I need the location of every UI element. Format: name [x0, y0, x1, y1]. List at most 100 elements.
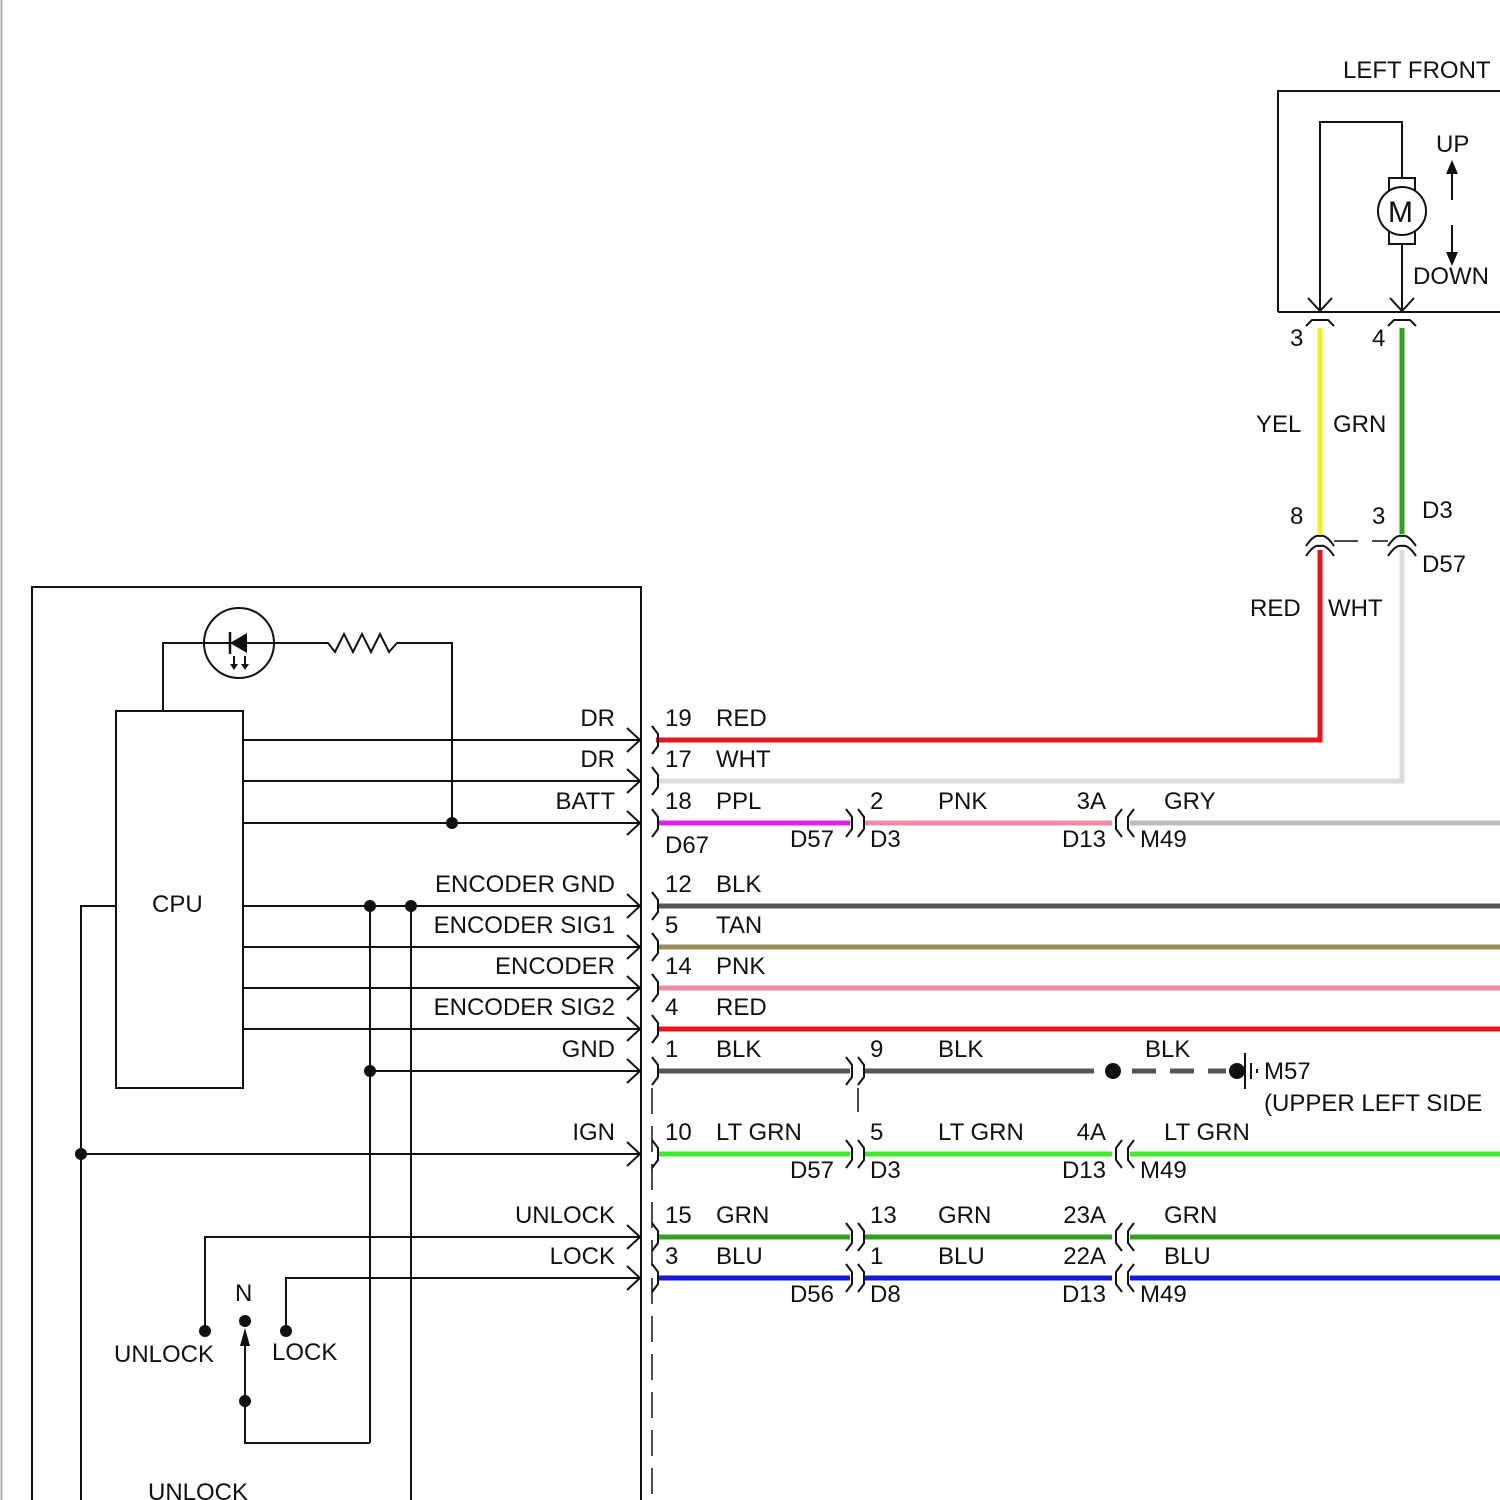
signal-label: UNLOCK: [515, 1202, 615, 1229]
pin-number: 14: [665, 953, 692, 980]
motor-title: LEFT FRONT: [1343, 57, 1491, 84]
inline-connector-c: [1116, 809, 1122, 837]
wire-color-label: BLK: [938, 1036, 983, 1063]
inline-connector-c: [1116, 1264, 1122, 1292]
wire-color-label: TAN: [716, 912, 762, 939]
wire-color-label: WHT: [716, 746, 771, 773]
switch-lock-contact: [280, 1325, 292, 1337]
ground-location-note: (UPPER LEFT SIDE: [1264, 1090, 1482, 1117]
connector-label: M49: [1140, 826, 1187, 853]
cpu-label: CPU: [152, 891, 203, 918]
connector-label: M49: [1140, 1281, 1187, 1308]
wire-color-label: PNK: [716, 953, 765, 980]
pin-number: 15: [665, 1202, 692, 1229]
inline-connector-female: [858, 1057, 864, 1085]
circuit-row-5: [243, 976, 1500, 1000]
signal-label: LOCK: [550, 1243, 615, 1270]
circuit-row-7: [370, 1053, 1257, 1089]
module-connector-cavity: [652, 767, 658, 795]
down-label: DOWN: [1413, 263, 1489, 290]
signal-label: ENCODER SIG1: [434, 912, 615, 939]
up-label: UP: [1436, 131, 1469, 158]
pin-number: 1: [870, 1243, 883, 1270]
pin-number: 3A: [1077, 788, 1106, 815]
wire-color-label: RED: [716, 994, 767, 1021]
connector-d3-d57: 8 3 D3 D57: [1290, 497, 1466, 578]
connector-label: D67: [665, 832, 709, 859]
pin-number: 4A: [1077, 1119, 1106, 1146]
switch-lever-arrow-icon: [240, 1328, 250, 1346]
pin-number: 19: [665, 705, 692, 732]
connector-label: D13: [1062, 1157, 1106, 1184]
conn-label-d3: D3: [1422, 497, 1453, 524]
wire-color-label: BLU: [1164, 1243, 1211, 1270]
connector-label: D8: [870, 1281, 901, 1308]
connector-label: D13: [1062, 1281, 1106, 1308]
switch-neutral-label: N: [235, 1280, 252, 1307]
wire-color-label: LT GRN: [716, 1119, 802, 1146]
wire-label-yel: YEL: [1256, 411, 1301, 438]
conn-pin-3: 3: [1372, 503, 1385, 530]
pin-number: 12: [665, 871, 692, 898]
pin-number: 1: [665, 1036, 678, 1063]
motor-assembly: LEFT FRONT M UP DOWN 3 4: [1278, 57, 1500, 352]
pin-number: 10: [665, 1119, 692, 1146]
signal-label: ENCODER SIG2: [434, 994, 615, 1021]
inline-connector-c: [1116, 1223, 1122, 1251]
switch-neutral-contact: [239, 1315, 251, 1327]
wire-color-label: LT GRN: [938, 1119, 1024, 1146]
wire-color-label: PPL: [716, 788, 761, 815]
wire-label-wht: WHT: [1328, 595, 1383, 622]
pin-number: 3: [665, 1243, 678, 1270]
splice-dot: [1105, 1063, 1121, 1079]
wire-color-label: BLK: [1145, 1036, 1190, 1063]
conn-male-8: [1306, 536, 1334, 546]
inline-connector-female: [858, 1264, 864, 1292]
wire-color-label: BLU: [938, 1243, 985, 1270]
wire-label-grn: GRN: [1333, 411, 1386, 438]
wire-color-label: GRN: [1164, 1202, 1217, 1229]
wire-color-label: BLK: [716, 1036, 761, 1063]
switch-unlock-contact: [199, 1325, 211, 1337]
wire-color-label: GRN: [716, 1202, 769, 1229]
pin-number: 5: [870, 1119, 883, 1146]
pin3-socket: [1306, 320, 1334, 326]
switch-lock-label: LOCK: [272, 1339, 337, 1366]
connector-label: D56: [790, 1281, 834, 1308]
pin-number: 13: [870, 1202, 897, 1229]
signal-label: IGN: [572, 1119, 615, 1146]
signal-label: GND: [562, 1036, 615, 1063]
circuit-rows: DR19REDDR17WHTBATT18PPLD67D57D32PNK3AGRY…: [81, 705, 1500, 1308]
conn-male-3: [1388, 536, 1416, 546]
module-connector-cavity: [652, 809, 658, 837]
inline-connector-c: [1116, 1140, 1122, 1168]
connector-label: D3: [870, 1157, 901, 1184]
switch-unlock-label: UNLOCK: [114, 1341, 214, 1368]
led-wire-left: [163, 643, 205, 711]
connector-label: D3: [870, 826, 901, 853]
connector-label: D57: [790, 826, 834, 853]
module-connector-cavity: [652, 892, 658, 920]
module-connector-cavity: [652, 1015, 658, 1043]
signal-label: DR: [580, 705, 615, 732]
resistor-icon: [274, 634, 452, 823]
pin-number: 9: [870, 1036, 883, 1063]
circuit-row-3: [243, 894, 1500, 918]
ground-point-dot: [1229, 1063, 1245, 1079]
module-connector-cavity: [652, 1140, 658, 1168]
signal-label: ENCODER: [495, 953, 615, 980]
switch-ground-wire: [245, 1401, 370, 1443]
wire-color-label: GRY: [1164, 788, 1216, 815]
up-arrow-icon: [1446, 160, 1458, 174]
pin4-socket: [1388, 320, 1416, 326]
wire-color-label: BLU: [716, 1243, 763, 1270]
circuit-row-4: [243, 935, 1500, 959]
wire-label-red: RED: [1250, 595, 1301, 622]
signal-label: DR: [580, 746, 615, 773]
motor-symbol: M: [1388, 196, 1413, 229]
motor-pin-4: 4: [1372, 325, 1385, 352]
wire-color-label: LT GRN: [1164, 1119, 1250, 1146]
switch-lock-wire: [286, 1278, 641, 1331]
wire-color-label: GRN: [938, 1202, 991, 1229]
connector-label: M49: [1140, 1157, 1187, 1184]
